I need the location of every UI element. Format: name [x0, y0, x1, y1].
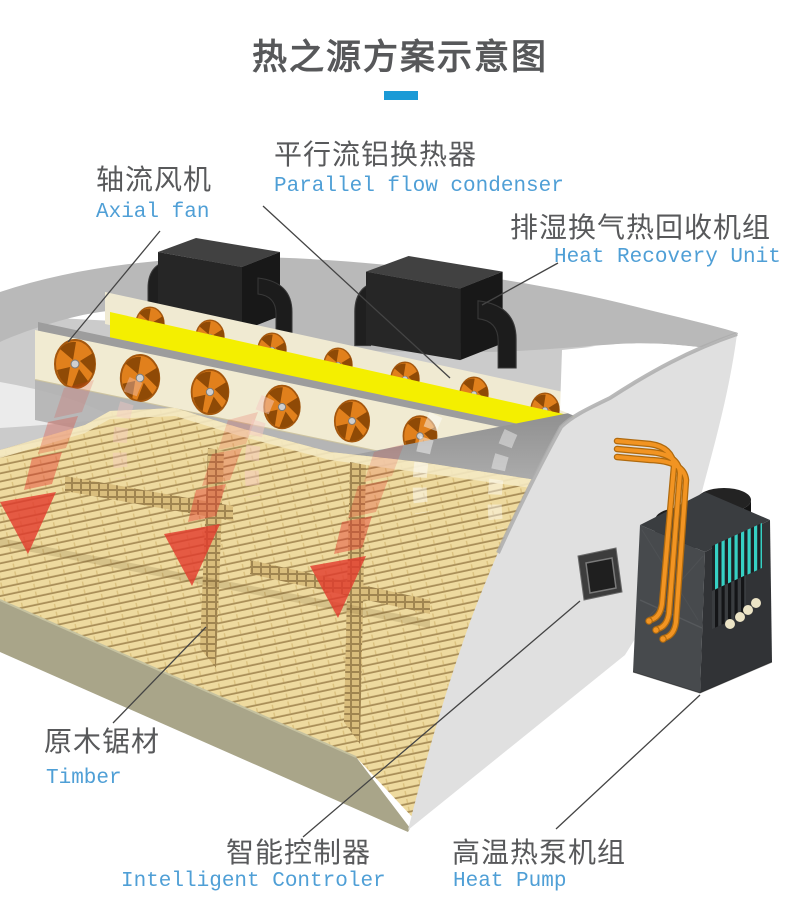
- floor: [0, 600, 410, 832]
- condenser-panel: [110, 312, 590, 444]
- label-heat-pump-en: Heat Pump: [453, 870, 567, 893]
- controller-box: [577, 547, 623, 601]
- label-axial-fan-en: Axial fan: [96, 201, 210, 224]
- leader-condenser: [262, 205, 451, 379]
- heat-pump-vent-teal: [712, 523, 762, 591]
- leader-lines: [67, 205, 701, 838]
- beam-top-face: [38, 322, 622, 455]
- leader-axial-fan: [67, 230, 161, 343]
- label-timber-zh: 原木锯材: [44, 726, 161, 757]
- leader-heat-pump: [555, 694, 701, 830]
- label-axial-fan-zh: 轴流风机: [96, 164, 213, 195]
- refrigerant-pipes: [613, 437, 690, 643]
- leader-controller: [302, 600, 581, 838]
- label-heat-recovery-zh: 排湿换气热回收机组: [510, 212, 772, 243]
- heat-pump-unit: [632, 488, 773, 694]
- leader-heat-recovery: [481, 262, 559, 306]
- label-heat-recovery-en: Heat Recovery Unit: [554, 246, 781, 269]
- label-heat-pump-zh: 高温热泵机组: [452, 837, 627, 868]
- heat-pump-indicator-dots: [725, 598, 761, 629]
- end-wall-rim: [496, 332, 738, 554]
- floor-edge: [0, 599, 357, 758]
- label-condenser-zh: 平行流铝换热器: [274, 139, 478, 170]
- page-title: 热之源方案示意图: [251, 38, 548, 77]
- roof-wall-gap: [560, 333, 737, 417]
- label-controller-en: Intelligent Controler: [121, 870, 386, 893]
- label-condenser-en: Parallel flow condenser: [274, 175, 564, 198]
- leader-timber: [112, 626, 207, 724]
- label-timber-en: Timber: [46, 767, 122, 790]
- label-controller-zh: 智能控制器: [226, 837, 372, 868]
- title-accent-bar: [384, 91, 418, 100]
